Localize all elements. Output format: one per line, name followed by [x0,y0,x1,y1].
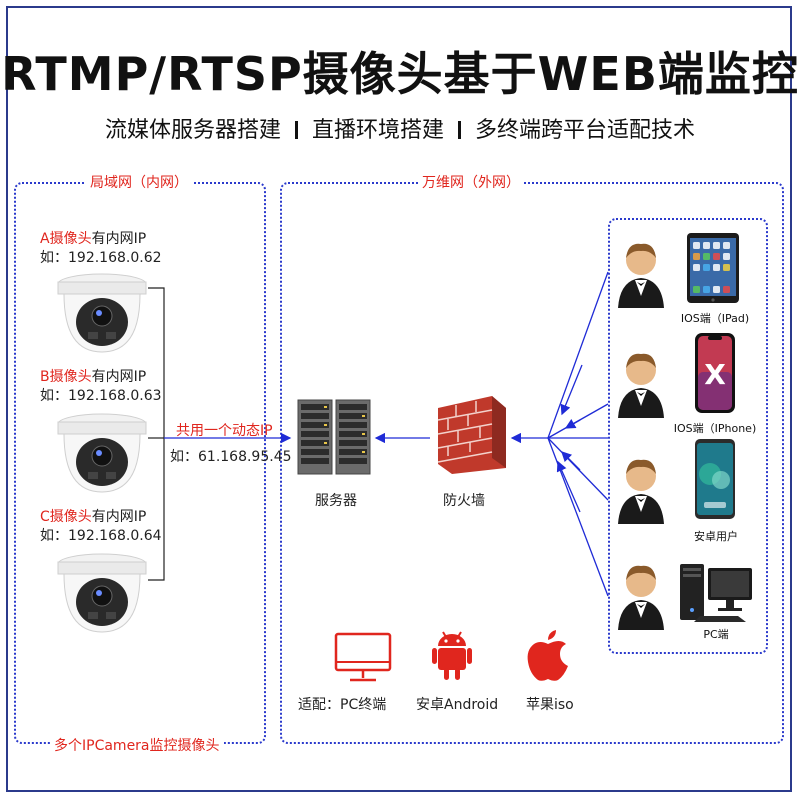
device-label-android: 安卓用户 [694,530,738,543]
wan-box [280,182,784,744]
firewall-label: 防火墙 [443,493,485,509]
server-rack-icon [297,399,371,475]
subtitle-part-3: 多终端跨平台适配技术 [475,118,696,143]
user-avatar-icon [618,243,664,308]
subtitle-separator [294,121,298,139]
iphone-icon: X [695,333,735,413]
subtitle-part-1: 流媒体服务器搭建 [104,118,281,143]
camera-b-text: B摄像头有内网IP 如：192.168.0.63 [40,369,162,404]
shared-ip-label: 共用一个动态IP [176,423,273,439]
adapt-pc-label: 适配：PC终端 [298,697,387,713]
device-label-pc: PC端 [703,628,729,641]
svg-text:X: X [704,358,726,391]
device-label-ipad: IOS端（IPad) [680,312,750,325]
device-label-iphone: IOS端（IPhone) [673,422,757,435]
adapt-android-label: 安卓Android [416,697,499,713]
devices-box [608,218,768,654]
wan-box-label: 万维网（外网） [418,172,524,192]
page-subtitle: 流媒体服务器搭建 直播环境搭建 多终端跨平台适配技术 [0,112,800,144]
camera-a-text: A摄像头有内网IP 如：192.168.0.62 [40,231,162,266]
dome-camera-icon [57,273,147,353]
apple-icon [527,630,568,681]
firewall-icon [437,396,506,474]
camera-c-text: C摄像头有内网IP 如：192.168.0.64 [40,509,162,544]
page-title: RTMP/RTSP摄像头基于WEB端监控 [1,47,799,101]
adapt-apple-label: 苹果iso [526,697,574,713]
subtitle-separator [458,121,461,139]
android-phone-icon [695,439,735,519]
outer-frame [6,6,792,792]
user-avatar-icon [618,565,664,630]
subtitle-part-2: 直播环境搭建 [311,118,444,143]
dome-camera-icon [57,553,147,633]
user-avatar-icon [618,459,664,524]
lan-box-label: 局域网（内网） [86,172,192,192]
user-avatar-icon [618,353,664,418]
dome-camera-icon [57,413,147,493]
android-icon [432,631,472,680]
ipad-icon [687,233,739,303]
lan-box-footer: 多个IPCamera监控摄像头 [50,735,224,755]
pc-icon [680,564,752,622]
server-label: 服务器 [315,493,357,509]
shared-ip-value: 如：61.168.95.45 [170,449,292,465]
pc-monitor-icon [334,632,392,682]
